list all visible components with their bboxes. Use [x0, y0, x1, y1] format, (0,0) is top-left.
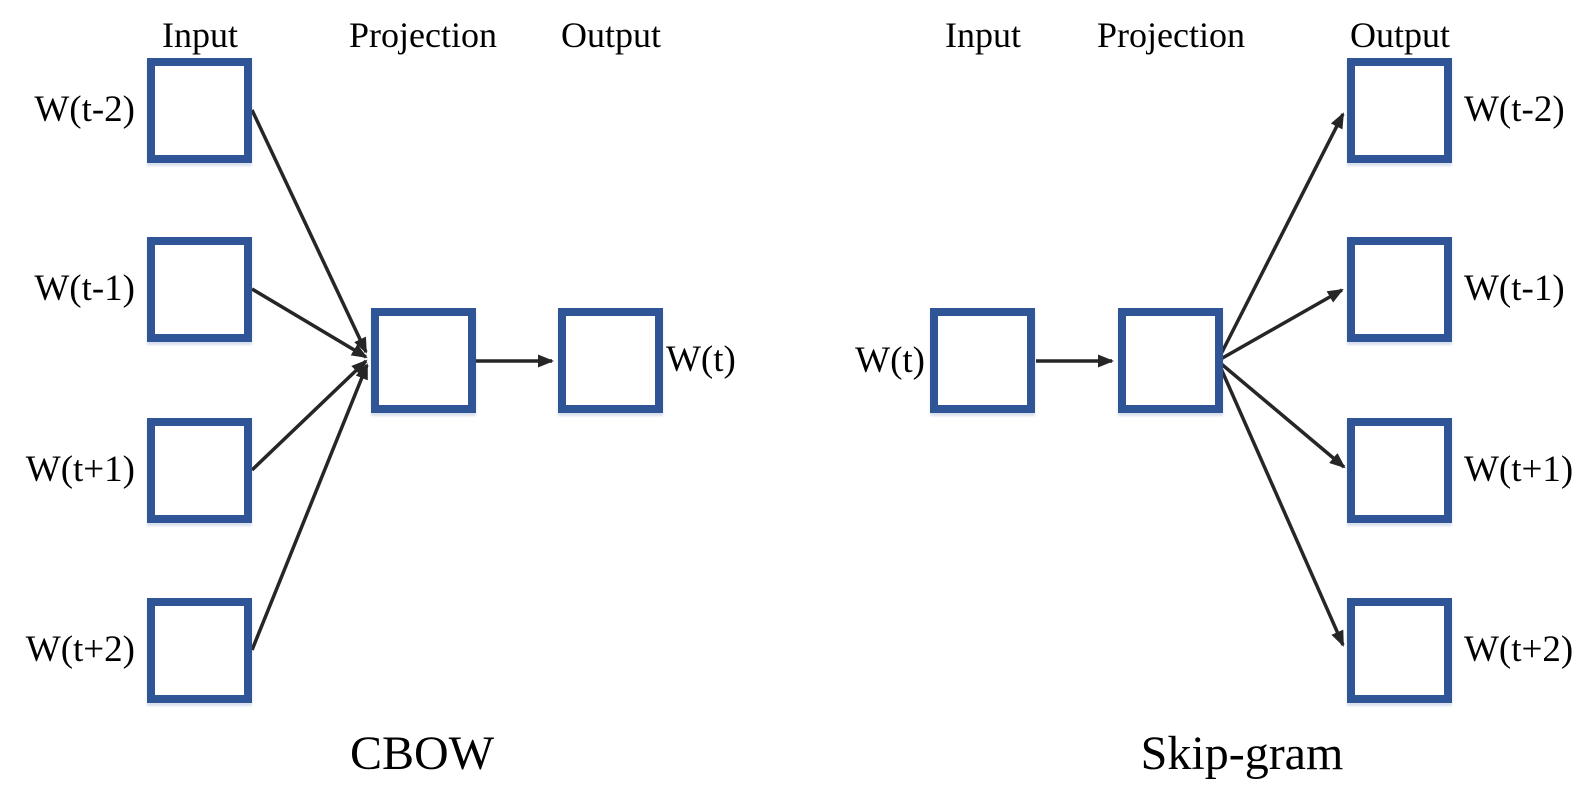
cbow-input-box-wt-minus1	[147, 237, 252, 342]
skipgram-output-column-header: Output	[1349, 15, 1451, 55]
cbow-arrow-wt-minus2-to-projection	[250, 109, 368, 354]
cbow-output-box	[558, 308, 663, 413]
cbow-input-label-wt-minus2: W(t-2)	[34, 89, 135, 130]
cbow-input-box-wt-minus2	[147, 58, 252, 163]
skipgram-output-label-wt-plus2: W(t+2)	[1464, 629, 1574, 670]
cbow-projection-column-header: Projection	[349, 15, 497, 55]
cbow-input-label-wt-plus1: W(t+1)	[25, 449, 135, 490]
skipgram-output-label-wt-minus2: W(t-2)	[1464, 89, 1565, 130]
skipgram-output-box-wt-minus2	[1347, 58, 1452, 163]
cbow-projection-box	[371, 308, 476, 413]
cbow-input-label-wt-minus1: W(t-1)	[34, 268, 135, 309]
skipgram-arrow-projection-to-wt-plus1	[1217, 360, 1346, 469]
skipgram-arrow-projection-to-wt-minus2	[1217, 112, 1345, 359]
skipgram-output-box-wt-plus2	[1347, 598, 1452, 703]
cbow-input-box-wt-plus1	[147, 418, 252, 523]
skipgram-output-box-wt-minus1	[1347, 237, 1452, 342]
cbow-arrow-wt-plus1-to-projection	[250, 359, 368, 472]
cbow-caption: CBOW	[350, 727, 494, 780]
cbow-input-box-wt-plus2	[147, 598, 252, 703]
skipgram-projection-box	[1118, 308, 1223, 413]
cbow-input-label-wt-plus2: W(t+2)	[25, 629, 135, 670]
skipgram-input-column-header: Input	[945, 15, 1021, 55]
skipgram-output-label-wt-plus1: W(t+1)	[1464, 449, 1574, 490]
skipgram-input-label-wt: W(t)	[855, 340, 925, 381]
cbow-output-label-wt: W(t)	[666, 339, 736, 380]
skipgram-arrow-projection-to-wt-plus2	[1217, 363, 1345, 647]
skipgram-arrow-projection-to-wt-minus1	[1218, 288, 1344, 362]
cbow-arrow-wt-plus2-to-projection	[250, 363, 369, 651]
cbow-arrow-wt-minus1-to-projection	[251, 287, 368, 359]
cbow-output-column-header: Output	[560, 15, 662, 55]
cbow-input-column-header: Input	[162, 15, 238, 55]
skipgram-output-label-wt-minus1: W(t-1)	[1464, 268, 1565, 309]
skipgram-projection-column-header: Projection	[1097, 15, 1245, 55]
skipgram-output-box-wt-plus1	[1347, 418, 1452, 523]
skipgram-caption: Skip-gram	[1140, 727, 1344, 780]
skipgram-input-box	[930, 308, 1035, 413]
